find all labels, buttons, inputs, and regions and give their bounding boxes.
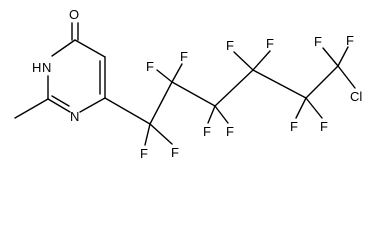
bond-cc-f1 [207,105,216,124]
bond-cc-f2 [214,105,229,124]
atom-fluorine: F [314,34,322,49]
bond-cb-f1 [156,69,173,83]
ring-bonds [47,39,106,113]
structure-diagram: O H N N Cl F F F F F F F F F F F F [14,7,362,161]
atom-oxygen: O [69,7,79,22]
bond-cb-f2 [171,63,183,83]
bond-cc-cd [214,69,254,107]
bond-cf-f2 [337,46,349,67]
atom-fluorine: F [226,38,234,53]
bond-n1-c2 [47,98,71,113]
bond-c6-n1 [79,97,106,113]
atom-fluorine: F [171,145,179,160]
bond-cd-f2 [252,50,271,71]
chain-bonds [104,65,339,125]
bond-c6-ca [104,97,151,125]
bond-ce-f2 [305,97,323,119]
atom-fluorine: F [146,59,154,74]
bond-ce-f1 [295,97,307,119]
atom-fluorine: F [290,119,298,134]
bond-cd-f1 [233,51,254,71]
bond-n3-c4 [51,39,76,57]
bond-cb-cc [171,81,216,107]
bond-ce-cf [305,65,339,99]
substituent-bonds [144,46,356,146]
bond-n1-c2-inner [51,95,70,107]
bond-ca-f2 [149,123,173,145]
carbonyl-bond [71,22,79,41]
atom-fluorine: F [266,36,274,51]
atom-fluorine: F [346,33,354,48]
bond-ca-cb [149,81,173,125]
bond-cf-f1 [322,47,339,67]
bond-c4-c5 [74,39,106,58]
atom-chlorine: Cl [350,89,362,104]
atom-fluorine: F [320,119,328,134]
bond-c2-methyl [14,98,49,119]
atom-labels: O H N N Cl F F F F F F F F F F F F [32,7,362,161]
atom-fluorine: F [180,49,188,64]
atom-nh-h: H [32,60,41,75]
bond-cd-ce [252,69,307,99]
atom-fluorine: F [140,146,148,161]
bond-cf-cl [337,65,356,89]
atom-fluorine: F [226,124,234,139]
bond-ca-f1 [144,123,151,146]
atom-ring-n: N [70,109,79,124]
atom-nh-n: N [42,60,51,75]
atom-fluorine: F [203,124,211,139]
